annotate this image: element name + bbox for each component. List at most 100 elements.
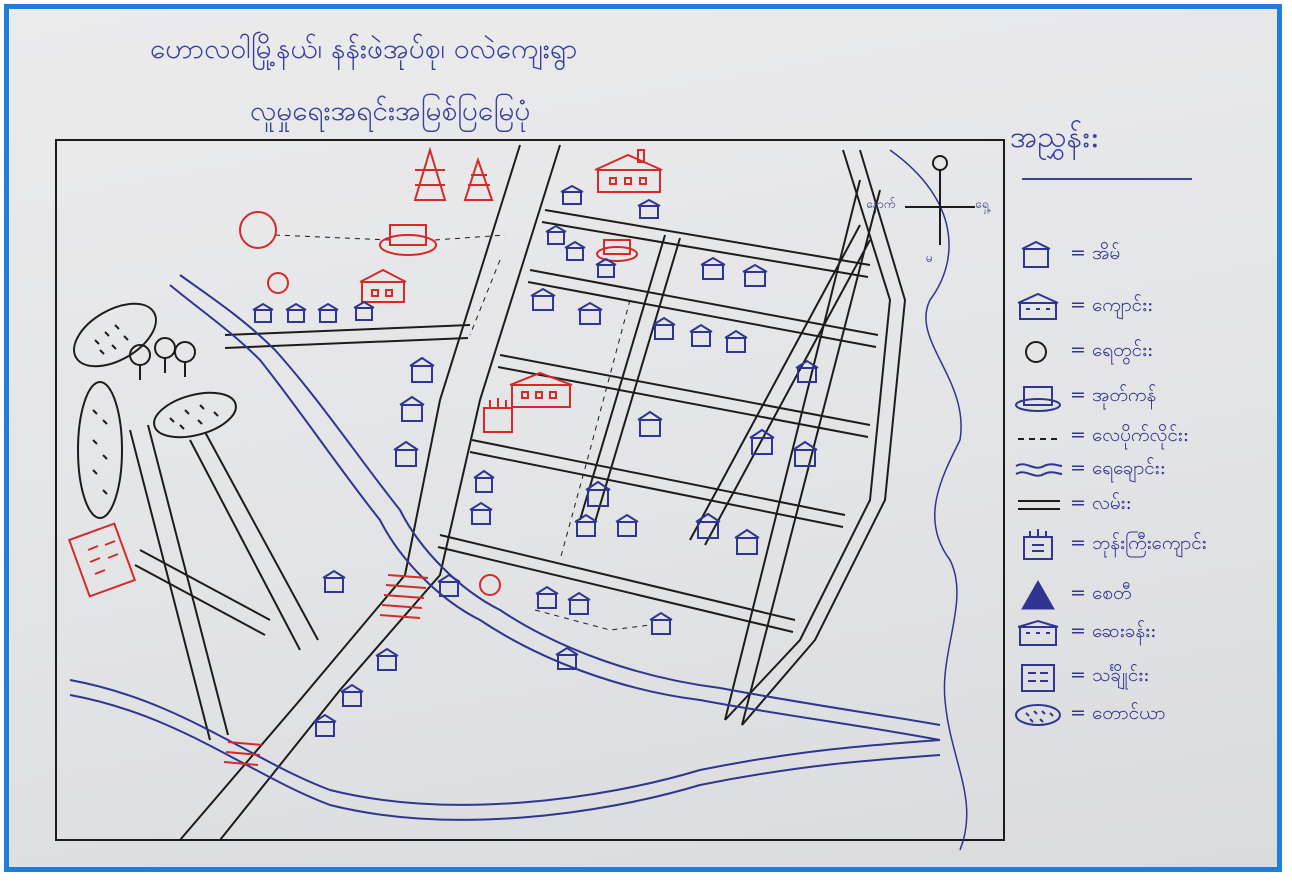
clinic-landmark [359, 268, 407, 303]
house [469, 501, 493, 525]
well-icon [1015, 386, 1061, 412]
legend-item-road: = လမ်း: [1014, 488, 1254, 522]
house [340, 683, 364, 707]
forest-3 [153, 391, 237, 439]
pond-icon [1025, 341, 1047, 363]
cemetery-icon [1021, 664, 1055, 692]
legend-label-forest: = တောင်ယာ [1070, 702, 1166, 724]
legend-label-well: = အုတ်ကန် [1070, 384, 1157, 406]
main-road [179, 144, 561, 841]
legend-label-footpath: = လေပိုက်လိုင်း: [1070, 424, 1190, 446]
forest-1 [73, 302, 157, 368]
compass [905, 155, 975, 245]
house [637, 410, 663, 437]
legend-item-stream: = ရေချောင်း: [1014, 453, 1254, 487]
house-icon [1021, 240, 1051, 268]
legend-title: အညွှန်း: [1010, 120, 1100, 155]
house [649, 611, 673, 635]
legend-label-monastery: = ဘုန်းကြီးကျောင်း [1070, 532, 1207, 554]
house [399, 395, 425, 422]
house [577, 301, 603, 325]
house [555, 646, 579, 670]
forest-2 [77, 381, 123, 519]
compass-south-label: မ [926, 251, 933, 265]
bridge-1 [379, 574, 429, 619]
legend-item-school: = ကျောင်း: [1014, 290, 1254, 324]
legend-item-forest: = တောင်ယာ [1014, 698, 1254, 732]
house [567, 591, 591, 615]
map-title: ဟောလဝါမြို့နယ်၊ နန်းဖဲအုပ်စု၊ ဝလဲကျေးရွာ [150, 32, 578, 65]
footpath-icon [1018, 438, 1060, 440]
house [375, 647, 399, 671]
monastery-landmark [483, 398, 513, 433]
ponds [239, 211, 501, 596]
house [473, 469, 495, 493]
house [560, 184, 584, 205]
bridge-2 [223, 741, 263, 766]
map-subtitle: လူမှုရေးအရင်းအမြစ်ပြမြေပုံ [250, 94, 531, 127]
hill-boundary [889, 149, 968, 851]
house [317, 302, 339, 323]
legend-label-cemetery: = သင်္ချိုင်း: [1070, 664, 1150, 686]
legend-item-cemetery: = သင်္ချိုင်း: [1014, 660, 1254, 694]
legend-item-footpath: = လေပိုက်လိုင်း: [1014, 420, 1254, 454]
house [409, 356, 435, 383]
map-sheet [4, 4, 1282, 872]
pagoda-landmark [413, 146, 494, 201]
legend-label-house: = အိမ် [1070, 242, 1121, 264]
house [585, 480, 611, 507]
house [252, 302, 274, 323]
house [574, 513, 598, 537]
house [530, 287, 556, 311]
house [742, 263, 768, 287]
cemetery-landmark [67, 522, 137, 598]
footpaths [274, 234, 651, 631]
houses [252, 184, 819, 737]
map-border [55, 139, 1005, 841]
school-icon [1017, 292, 1059, 320]
legend-label-pond: = ရေတွင်း: [1070, 339, 1154, 361]
legend-label-road: = လမ်း: [1070, 492, 1132, 514]
house [437, 573, 461, 597]
legend-label-school: = ကျောင်း: [1070, 294, 1154, 316]
house [695, 512, 721, 539]
legend-divider [1022, 178, 1192, 180]
house [637, 198, 661, 219]
house [724, 329, 748, 353]
legend-item-pond: = ရေတွင်း: [1014, 335, 1254, 369]
house [734, 528, 760, 555]
school-landmark [594, 149, 663, 193]
left-roads [129, 324, 471, 741]
stream [69, 274, 941, 821]
clinic-icon [1017, 619, 1059, 646]
legend-label-clinic: = ဆေးခန်း: [1070, 620, 1157, 642]
house [322, 569, 346, 593]
stream-icon [1015, 463, 1063, 477]
house [595, 257, 617, 278]
forest-icon [1015, 704, 1061, 726]
road-icon [1018, 500, 1060, 510]
legend-item-well: = အုတ်ကန် [1014, 380, 1254, 414]
house [545, 224, 567, 245]
house [353, 300, 375, 321]
house [393, 440, 419, 467]
legend-label-pagoda: = စေတီ [1070, 582, 1132, 604]
house [535, 585, 559, 609]
house [564, 240, 586, 261]
wells [379, 224, 638, 262]
house [615, 513, 639, 537]
pagoda-icon [1021, 579, 1055, 610]
monastery-icon [1023, 529, 1053, 560]
house [689, 323, 713, 347]
legend-item-pagoda: = စေတီ [1014, 578, 1254, 612]
grid-roads [437, 149, 907, 726]
house [792, 440, 818, 467]
compass-east-label: ရှေ့ [975, 197, 989, 211]
trees [129, 337, 196, 380]
compass-west-label: နောက် [866, 197, 896, 211]
house [700, 256, 726, 280]
house [285, 302, 307, 323]
house [652, 316, 676, 340]
school-2-landmark [509, 371, 573, 408]
house [795, 359, 819, 383]
